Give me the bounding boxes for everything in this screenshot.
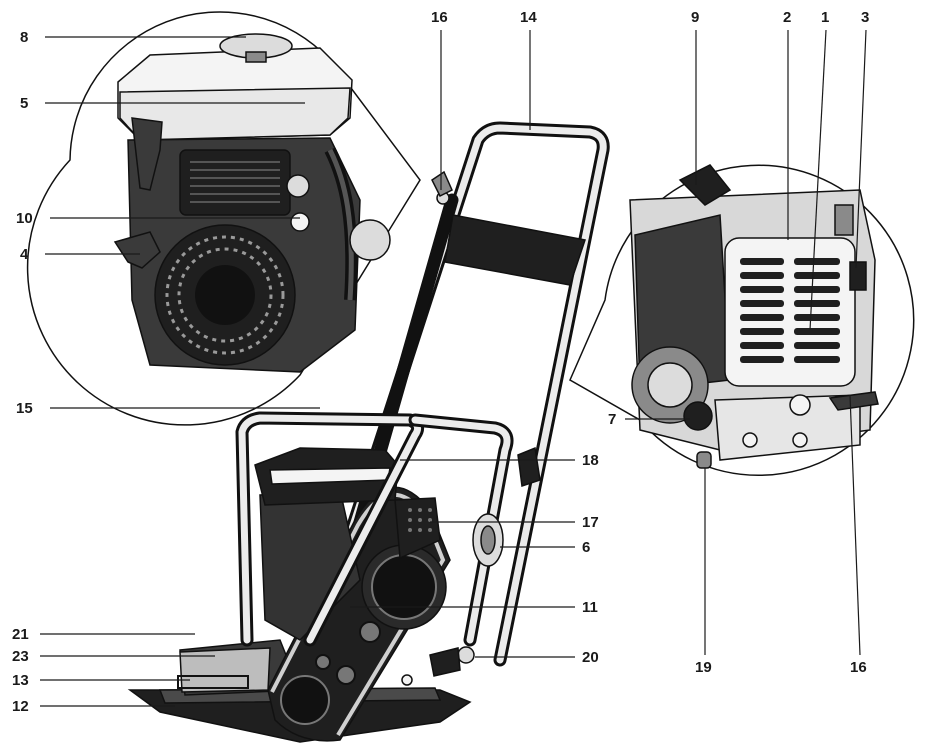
- muffler-detail-inset: [569, 164, 915, 477]
- callout-19: 19: [695, 659, 712, 676]
- callout-11: 11: [582, 599, 598, 616]
- oil-plug: [683, 401, 713, 431]
- leader-lines: [40, 29, 867, 707]
- callout-12: 12: [12, 698, 29, 715]
- callout-3: 3: [861, 9, 869, 26]
- callout-15: 15: [16, 400, 33, 417]
- callout-8: 8: [20, 29, 28, 46]
- callout-7: 7: [608, 411, 616, 428]
- callout-10: 10: [16, 210, 33, 227]
- callout-4: 4: [20, 246, 29, 263]
- callout-13: 13: [12, 672, 29, 689]
- callout-6: 6: [582, 539, 590, 556]
- callout-21: 21: [12, 626, 29, 643]
- callout-17: 17: [582, 514, 599, 531]
- callout-16-top: 16: [431, 9, 448, 26]
- callout-14: 14: [520, 9, 537, 26]
- callout-23: 23: [12, 648, 29, 665]
- callout-5: 5: [20, 95, 28, 112]
- plate-compactor-machine: [127, 121, 610, 743]
- callout-labels: 8 5 10 4 15 21 23 13 12 16 14 9 2 1 3 7 …: [12, 9, 869, 715]
- starter-handle: [113, 231, 161, 269]
- callout-16-right: 16: [850, 659, 867, 676]
- callout-2: 2: [783, 9, 791, 26]
- callout-18: 18: [582, 452, 599, 469]
- callout-1: 1: [821, 9, 829, 26]
- engine-detail-inset: [26, 11, 421, 426]
- callout-20: 20: [582, 649, 599, 666]
- callout-9: 9: [691, 9, 699, 26]
